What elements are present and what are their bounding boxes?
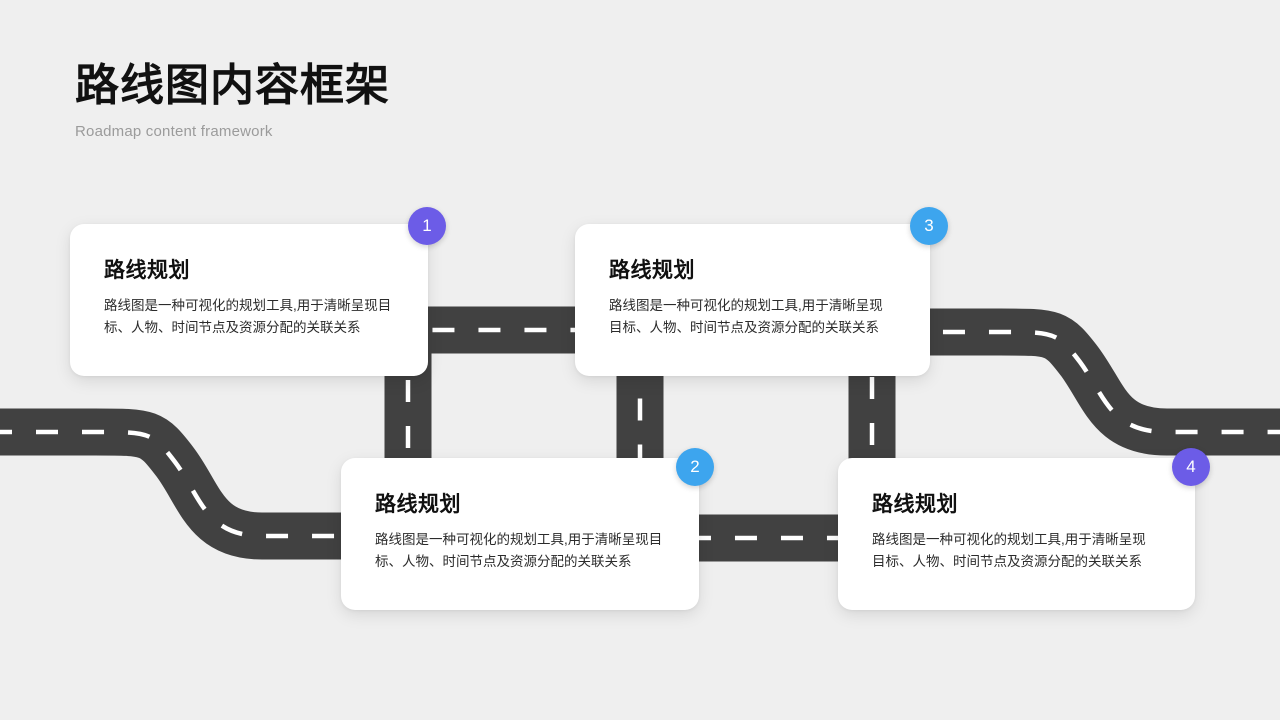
step-badge-2[interactable]: 2: [676, 448, 714, 486]
card-3-body: 路线图是一种可视化的规划工具,用于清晰呈现目标、人物、时间节点及资源分配的关联关…: [609, 298, 883, 335]
card-1-body: 路线图是一种可视化的规划工具,用于清晰呈现目标、人物、时间节点及资源分配的关联关…: [104, 298, 392, 335]
step-badge-4[interactable]: 4: [1172, 448, 1210, 486]
page-header: 路线图内容框架 Roadmap content framework: [75, 62, 775, 140]
card-4-body: 路线图是一种可视化的规划工具,用于清晰呈现目标、人物、时间节点及资源分配的关联关…: [872, 532, 1146, 569]
card-2-title: 路线规划: [375, 493, 461, 516]
card-1-title: 路线规划: [104, 259, 190, 282]
roadmap-card-2[interactable]: 路线规划 路线图是一种可视化的规划工具,用于清晰呈现目标、人物、时间节点及资源分…: [341, 458, 699, 610]
roadmap-card-4[interactable]: 路线规划 路线图是一种可视化的规划工具,用于清晰呈现目标、人物、时间节点及资源分…: [838, 458, 1195, 610]
roadmap-card-1[interactable]: 路线规划 路线图是一种可视化的规划工具,用于清晰呈现目标、人物、时间节点及资源分…: [70, 224, 428, 376]
card-2-body: 路线图是一种可视化的规划工具,用于清晰呈现目标、人物、时间节点及资源分配的关联关…: [375, 532, 663, 569]
step-badge-3[interactable]: 3: [910, 207, 948, 245]
road-center-line: [0, 327, 1280, 541]
step-badge-1[interactable]: 1: [408, 207, 446, 245]
roadmap-card-3[interactable]: 路线规划 路线图是一种可视化的规划工具,用于清晰呈现目标、人物、时间节点及资源分…: [575, 224, 930, 376]
card-4-title: 路线规划: [872, 493, 958, 516]
page-subtitle: Roadmap content framework: [75, 122, 273, 140]
card-3-title: 路线规划: [609, 259, 695, 282]
page-title: 路线图内容框架: [75, 61, 390, 110]
